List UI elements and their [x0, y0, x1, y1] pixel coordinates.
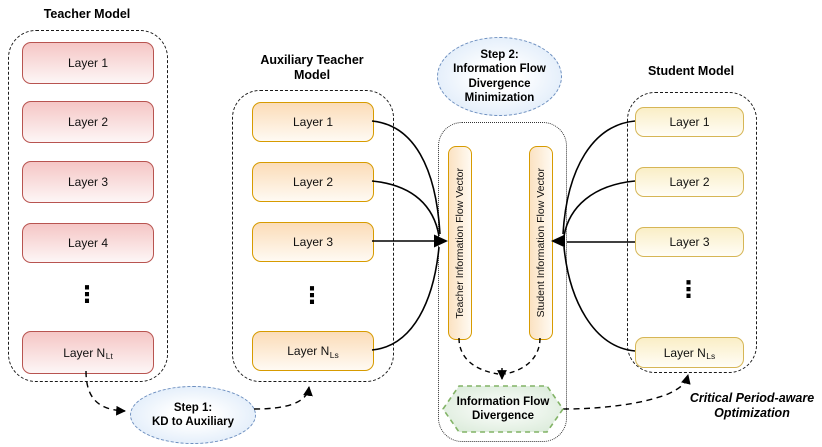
- auxiliary-layer-1: Layer 1: [252, 102, 374, 142]
- teacher-layer-4: Layer 4: [22, 223, 154, 263]
- auxiliary-teacher-title: Auxiliary Teacher Model: [260, 53, 364, 82]
- step2-line4: Minimization: [464, 91, 535, 104]
- teacher-model-title: Teacher Model: [43, 7, 131, 21]
- step2-line3: Divergence: [468, 77, 531, 90]
- teacher-layer-last-subscript: Lt: [105, 351, 113, 361]
- student-ellipsis-dots: ⋮: [677, 277, 700, 303]
- information-flow-divergence-label: Information Flow Divergence: [443, 387, 563, 431]
- step2-line2: Information Flow: [453, 63, 546, 76]
- teacher-information-flow-vector-box: Teacher Information Flow Vector: [448, 146, 472, 340]
- student-layer-last-label: Layer N: [663, 345, 706, 360]
- divergence-line2: Divergence: [471, 410, 534, 422]
- student-layer-last-subscript: Ls: [706, 351, 716, 361]
- teacher-layer-1: Layer 1: [22, 42, 154, 84]
- teacher-layer-3: Layer 3: [22, 161, 154, 203]
- divergence-to-student-arrow: [562, 374, 691, 410]
- student-information-flow-vector-box: Student Information Flow Vector: [529, 146, 553, 340]
- student-layer-3: Layer 3: [635, 227, 744, 257]
- optimization-line1: Critical Period-aware: [689, 391, 815, 405]
- optimization-line2: Optimization: [714, 406, 790, 420]
- step1-line2: KD to Auxiliary: [151, 416, 234, 428]
- step1-line1: Step 1:: [173, 401, 213, 414]
- auxiliary-ellipsis-dots: ⋮: [300, 283, 324, 309]
- auxiliary-layer-last-label: Layer N: [287, 344, 330, 358]
- auxiliary-layer-3: Layer 3: [252, 222, 374, 262]
- student-layer-2: Layer 2: [635, 167, 744, 197]
- auxiliary-layer-2: Layer 2: [252, 162, 374, 202]
- step2-flow-divergence-minimization-ellipse: Step 2: Information Flow Divergence Mini…: [437, 37, 562, 116]
- student-layer-1: Layer 1: [635, 107, 744, 137]
- teacher-information-flow-vector-label: Teacher Information Flow Vector: [454, 167, 466, 319]
- divergence-line1: Information Flow: [456, 395, 550, 408]
- teacher-layer-last-label: Layer N: [63, 345, 106, 360]
- critical-period-aware-optimization-label: Critical Period-aware Optimization: [684, 391, 820, 421]
- teacher-ellipsis-dots: ⋮: [75, 282, 99, 308]
- teacher-layer-2: Layer 2: [22, 101, 154, 143]
- auxiliary-layer-last-subscript: Ls: [329, 349, 339, 360]
- step2-line1: Step 2:: [480, 49, 519, 62]
- student-model-title: Student Model: [647, 64, 735, 78]
- student-information-flow-vector-label: Student Information Flow Vector: [535, 168, 547, 318]
- step1-kd-to-auxiliary-ellipse: Step 1: KD to Auxiliary: [130, 386, 256, 444]
